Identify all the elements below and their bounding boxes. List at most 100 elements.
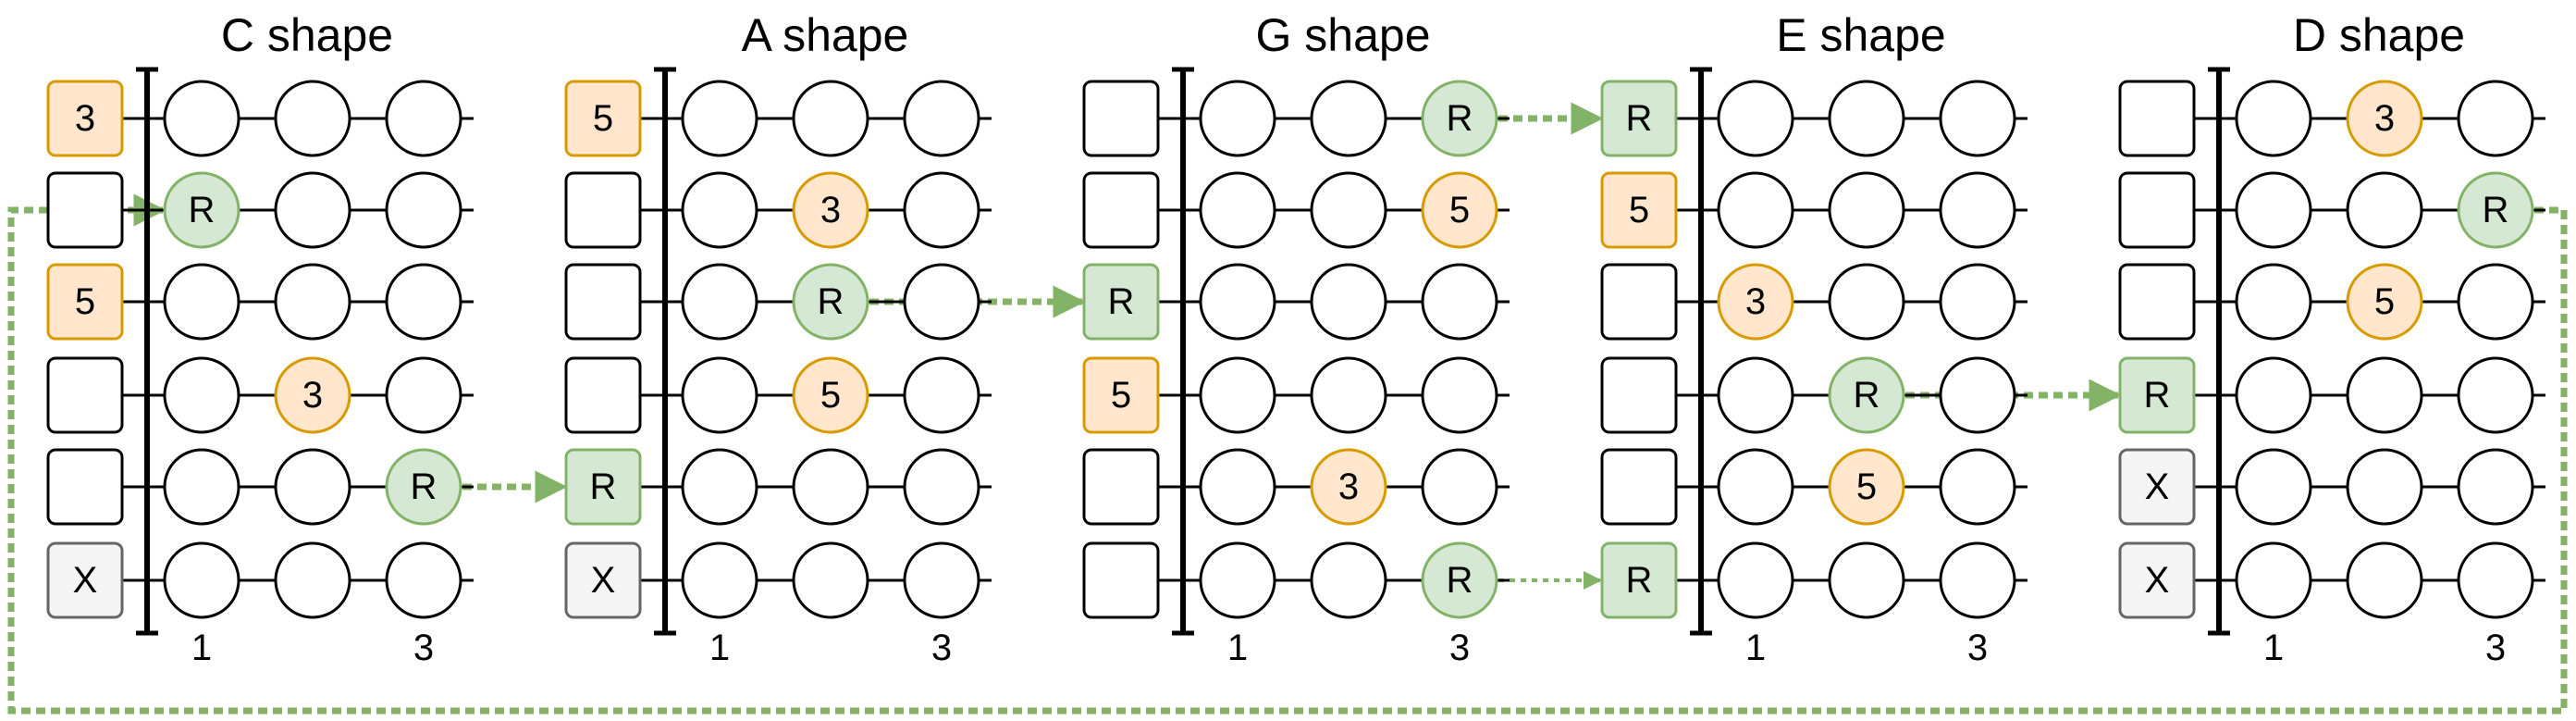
fret-circle bbox=[903, 171, 980, 249]
open-string-label: 3 bbox=[75, 98, 95, 139]
fret-circle bbox=[903, 448, 980, 526]
open-string-label: X bbox=[73, 560, 98, 601]
fret-circle bbox=[2346, 356, 2423, 434]
fret-circle bbox=[1828, 356, 1905, 434]
fret-circle bbox=[1939, 448, 2016, 526]
fret-circle bbox=[1828, 80, 1905, 157]
fret-note-label: R bbox=[1447, 560, 1473, 601]
fret-circle bbox=[2346, 448, 2423, 526]
fret-circle bbox=[1717, 80, 1794, 157]
open-string-box bbox=[1600, 263, 1678, 341]
open-string-box bbox=[2118, 80, 2196, 157]
fret-number-label: 1 bbox=[191, 628, 212, 668]
open-string-label: 5 bbox=[593, 98, 613, 139]
open-string-box bbox=[564, 171, 642, 249]
open-string-label: 5 bbox=[75, 281, 95, 322]
fret-circle bbox=[1828, 263, 1905, 341]
open-string-box bbox=[1082, 448, 1160, 526]
fret-circle bbox=[2457, 448, 2534, 526]
fret-circle bbox=[1199, 171, 1276, 249]
fret-circle bbox=[1310, 171, 1387, 249]
open-string-box bbox=[46, 80, 124, 157]
fret-circle bbox=[1421, 356, 1498, 434]
fret-circle bbox=[681, 80, 758, 157]
fret-circle bbox=[681, 171, 758, 249]
fret-circle bbox=[2457, 171, 2534, 249]
fret-circle bbox=[274, 541, 351, 619]
open-string-box bbox=[1600, 356, 1678, 434]
fret-circle bbox=[1421, 448, 1498, 526]
open-string-box bbox=[1082, 80, 1160, 157]
open-string-label: R bbox=[2144, 375, 2171, 416]
open-string-box bbox=[564, 448, 642, 526]
fret-circle bbox=[385, 356, 462, 434]
open-string-box bbox=[2118, 448, 2196, 526]
open-string-box bbox=[1600, 80, 1678, 157]
open-string-box bbox=[1082, 263, 1160, 341]
fret-circle bbox=[163, 80, 240, 157]
fret-circle bbox=[1310, 448, 1387, 526]
fret-note-label: 5 bbox=[820, 375, 841, 416]
fret-circle bbox=[1939, 80, 2016, 157]
fret-circle bbox=[385, 263, 462, 341]
fret-circle bbox=[1199, 541, 1276, 619]
shape-connector-arrow bbox=[7, 193, 2568, 715]
fret-circle bbox=[2235, 263, 2312, 341]
fret-circle bbox=[2457, 263, 2534, 341]
fret-note-label: 5 bbox=[1449, 190, 1470, 230]
open-string-label: 5 bbox=[1629, 190, 1649, 230]
fret-number-label: 3 bbox=[931, 628, 952, 668]
fret-circle bbox=[1310, 80, 1387, 157]
open-string-box bbox=[2118, 171, 2196, 249]
open-string-box bbox=[2118, 263, 2196, 341]
fret-circle bbox=[1199, 80, 1276, 157]
fret-circle bbox=[274, 448, 351, 526]
fret-circle bbox=[163, 171, 240, 249]
fret-circle bbox=[2235, 171, 2312, 249]
open-string-box bbox=[46, 448, 124, 526]
fret-number-label: 3 bbox=[2485, 628, 2506, 668]
fret-circle bbox=[903, 541, 980, 619]
fret-circle bbox=[681, 541, 758, 619]
open-string-box bbox=[2118, 356, 2196, 434]
fret-circle bbox=[2346, 541, 2423, 619]
open-string-box bbox=[46, 356, 124, 434]
fret-circle bbox=[1717, 541, 1794, 619]
fret-number-label: 1 bbox=[2263, 628, 2284, 668]
fret-number-label: 3 bbox=[1449, 628, 1470, 668]
open-string-label: R bbox=[1108, 281, 1135, 322]
fret-circle bbox=[274, 356, 351, 434]
fret-circle bbox=[1828, 541, 1905, 619]
open-string-box bbox=[1600, 541, 1678, 619]
fret-circle bbox=[792, 263, 869, 341]
fret-note-label: R bbox=[2483, 190, 2509, 230]
fret-circle bbox=[1199, 356, 1276, 434]
fret-circle bbox=[792, 356, 869, 434]
fret-circle bbox=[681, 448, 758, 526]
fret-circle bbox=[792, 448, 869, 526]
fret-circle bbox=[385, 541, 462, 619]
shape-title: E shape bbox=[1776, 9, 1945, 61]
open-string-box bbox=[1082, 356, 1160, 434]
open-string-box bbox=[2118, 541, 2196, 619]
fret-circle bbox=[1421, 171, 1498, 249]
open-string-label: X bbox=[591, 560, 616, 601]
open-string-label: 5 bbox=[1111, 375, 1131, 416]
open-string-box bbox=[46, 263, 124, 341]
fret-circle bbox=[2457, 541, 2534, 619]
fret-circle bbox=[681, 263, 758, 341]
fret-circle bbox=[274, 80, 351, 157]
open-string-box bbox=[1082, 541, 1160, 619]
fret-circle bbox=[1199, 263, 1276, 341]
fret-number-label: 1 bbox=[709, 628, 730, 668]
open-string-label: R bbox=[1626, 560, 1653, 601]
fret-note-label: 3 bbox=[1745, 281, 1766, 322]
fret-circle bbox=[903, 263, 980, 341]
fret-circle bbox=[2235, 80, 2312, 157]
fret-circle bbox=[1939, 263, 2016, 341]
fret-circle bbox=[2457, 80, 2534, 157]
